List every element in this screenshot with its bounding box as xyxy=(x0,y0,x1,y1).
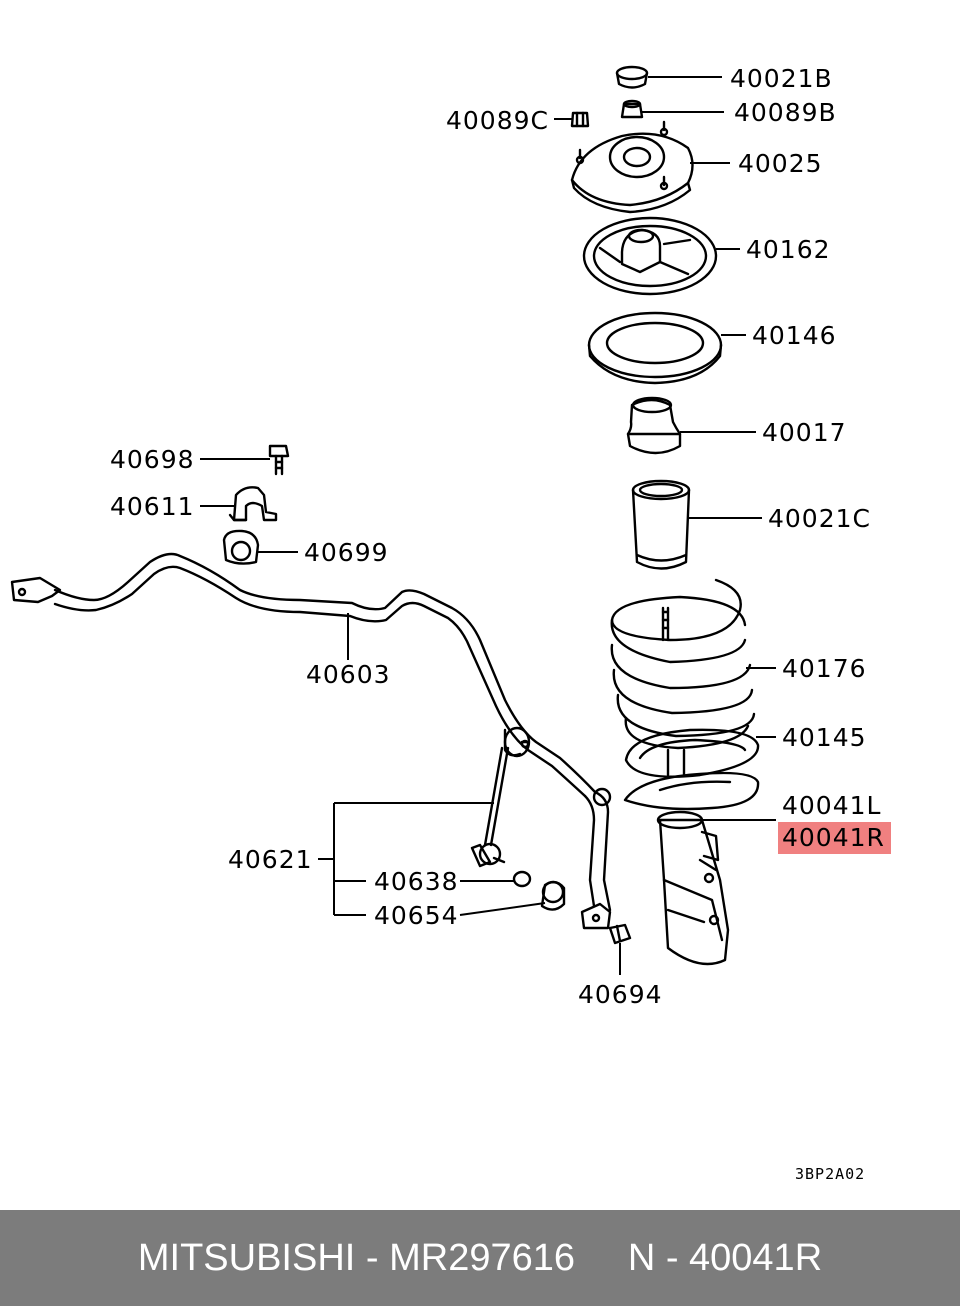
dust-cover-40021c xyxy=(631,479,691,570)
stabilizer-link-40621 xyxy=(470,726,531,868)
label-40603: 40603 xyxy=(306,660,391,689)
bracket-40611 xyxy=(228,486,278,522)
bushing-40699 xyxy=(222,529,260,565)
cap-40021b xyxy=(615,65,649,89)
label-40025: 40025 xyxy=(738,149,823,178)
label-40146: 40146 xyxy=(752,321,837,350)
label-40021c: 40021C xyxy=(768,504,871,533)
nut-40089c xyxy=(570,111,590,128)
spring-seat-40162 xyxy=(582,216,718,296)
label-40638: 40638 xyxy=(374,867,459,896)
label-40176: 40176 xyxy=(782,654,867,683)
nut-40089b xyxy=(620,99,644,119)
stabilizer-bar-40603 xyxy=(10,552,612,930)
bushing-40654 xyxy=(540,880,566,911)
nut-40694 xyxy=(608,923,632,945)
footer-bar: MITSUBISHI - MR297616 N - 40041R xyxy=(0,1210,960,1306)
label-40089c: 40089C xyxy=(446,106,549,135)
footer-ref: N - 40041R xyxy=(627,1236,823,1279)
footer-part-number: MR297616 xyxy=(389,1236,576,1279)
diagram-code: 3BP2A02 xyxy=(795,1165,866,1183)
label-40021b: 40021B xyxy=(730,64,833,93)
parts-diagram xyxy=(10,65,776,975)
bolt-40698 xyxy=(268,444,290,476)
label-40611: 40611 xyxy=(110,492,195,521)
label-40162: 40162 xyxy=(746,235,831,264)
label-40145: 40145 xyxy=(782,723,867,752)
label-40699: 40699 xyxy=(304,538,389,567)
footer-separator: - xyxy=(355,1236,390,1279)
spring-pad-40145 xyxy=(624,728,760,778)
strut-mount-40025 xyxy=(570,120,694,214)
label-40041r-highlighted: 40041R xyxy=(778,822,891,854)
footer-gap xyxy=(575,1237,628,1280)
label-40621: 40621 xyxy=(228,845,313,874)
footer-brand: MITSUBISHI xyxy=(137,1236,356,1279)
label-40017: 40017 xyxy=(762,418,847,447)
strut-40041 xyxy=(623,748,760,966)
label-40041l: 40041L xyxy=(782,791,882,820)
bump-stopper-40017 xyxy=(626,396,682,455)
label-40089b: 40089B xyxy=(734,98,837,127)
label-40694: 40694 xyxy=(578,980,663,1009)
ring-40638 xyxy=(512,870,532,888)
label-40698: 40698 xyxy=(110,445,195,474)
label-40654: 40654 xyxy=(374,901,459,930)
leader-lines xyxy=(200,76,776,975)
insulator-40146 xyxy=(587,311,723,385)
coil-spring-40176 xyxy=(610,578,756,750)
